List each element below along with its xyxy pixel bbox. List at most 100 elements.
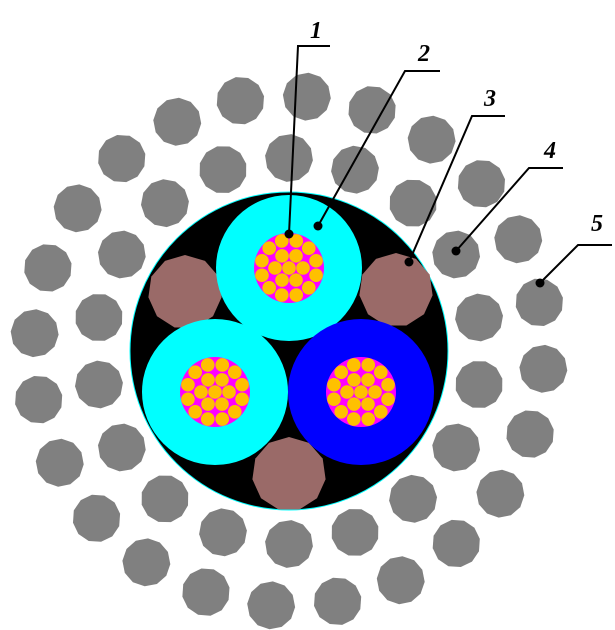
outer-armor-wire — [432, 519, 480, 567]
conductor-strand — [346, 358, 361, 372]
conductor-strand — [282, 261, 296, 275]
inner-armor-wire — [389, 474, 437, 523]
conductor-strand — [289, 288, 304, 302]
conductor-strand — [381, 392, 395, 407]
conductor-strand — [215, 397, 229, 411]
outer-armor-wire — [15, 376, 63, 424]
outer-armor-wire — [494, 215, 543, 264]
conductor-strand — [381, 377, 395, 392]
conductor-strand — [227, 404, 242, 419]
outer-armor-wire — [515, 278, 563, 326]
outer-armor-wire — [476, 469, 525, 518]
outer-armor-wire — [407, 115, 456, 164]
callout-number-2: 2 — [417, 41, 430, 67]
outer-armor-wire — [153, 97, 202, 146]
callout-number-5: 5 — [591, 211, 603, 237]
inner-armor-wire — [389, 179, 437, 227]
conductor-strand — [262, 280, 277, 295]
conductor-strand — [201, 373, 215, 387]
inner-armor-wire — [455, 361, 503, 408]
inner-armor-wire — [455, 293, 503, 342]
conductor-strand — [309, 268, 323, 283]
conductor-strand — [215, 358, 230, 372]
conductor-strand — [289, 234, 304, 248]
inner-armor-wire — [141, 475, 189, 523]
conductor-strand — [201, 397, 215, 411]
outer-armor-wire — [282, 72, 331, 121]
leader-line-4 — [455, 167, 563, 252]
filler-rod — [252, 437, 326, 510]
conductor-strand — [235, 392, 249, 407]
conductor-strand — [181, 392, 195, 407]
outer-armor-wire — [506, 410, 554, 458]
inner-armor-wire — [331, 145, 379, 194]
leader-line-1 — [288, 45, 330, 235]
conductor-strand — [373, 365, 388, 380]
outer-armor-wire — [35, 438, 84, 487]
outer-armor-wire — [216, 77, 264, 125]
conductor-strand — [361, 373, 375, 387]
filler-rod — [359, 253, 433, 326]
conductor-strand — [368, 385, 382, 399]
filler-rod — [148, 255, 222, 328]
conductor-strand — [354, 385, 368, 399]
outer-armor-wire — [24, 244, 72, 292]
outer-armor-wire — [182, 568, 230, 616]
conductor-strand — [200, 412, 215, 426]
conductor-strand — [181, 377, 195, 392]
inner-armor-wire — [75, 294, 123, 341]
outer-armor-wire — [457, 160, 505, 208]
leader-line-5 — [539, 244, 612, 284]
conductor-strand — [334, 365, 349, 380]
conductor-strand — [262, 241, 277, 256]
conductor-strand — [200, 358, 215, 372]
inner-armor-wire — [331, 509, 379, 556]
leader-line-2 — [317, 70, 440, 227]
outer-armor-wire — [348, 86, 396, 134]
outer-armor-wire — [314, 577, 362, 625]
conductor-strand — [194, 385, 208, 399]
outer-armor-wire — [247, 581, 296, 630]
conductor-strand — [275, 273, 289, 287]
outer-armor-wire — [98, 135, 146, 183]
conductor-strand — [235, 377, 249, 392]
outer-armor-wire — [10, 309, 59, 358]
callout-number-4: 4 — [543, 138, 556, 164]
inner-armor-wire — [141, 179, 189, 228]
conductor-strand — [222, 385, 236, 399]
inner-armor-layer — [75, 134, 503, 568]
conductor-strand — [296, 261, 310, 275]
inner-armor-wire — [199, 508, 247, 557]
outer-armor-wire — [376, 556, 425, 605]
outer-armor-layer — [10, 72, 568, 630]
inner-armor-wire — [265, 134, 313, 182]
conductor-strand — [346, 412, 361, 426]
insulated-conductors — [142, 195, 434, 465]
leader-dot-1 — [284, 229, 294, 239]
conductor-strand — [301, 280, 316, 295]
inner-armor-wire — [98, 230, 146, 279]
inner-armor-wire — [75, 360, 123, 409]
inner-armor-wire — [98, 423, 146, 472]
leader-dot-4 — [451, 246, 461, 256]
leader-dot-5 — [535, 278, 545, 288]
conductor-strand — [215, 412, 230, 426]
conductor-strand — [274, 234, 289, 248]
conductor-strand — [289, 249, 303, 263]
conductor-strand — [340, 385, 354, 399]
outer-armor-wire — [122, 538, 171, 587]
leader-dot-3 — [404, 257, 414, 267]
inner-armor-wire — [432, 423, 480, 472]
outer-armor-wire — [73, 494, 121, 542]
conductor-strand — [334, 404, 349, 419]
conductor-strand — [373, 404, 388, 419]
inner-armor-wire — [199, 146, 247, 193]
conductor-strand — [327, 392, 341, 407]
outer-armor-wire — [53, 184, 102, 233]
conductor-strand — [361, 358, 376, 372]
conductor-strand — [208, 385, 222, 399]
conductor-strand — [188, 404, 203, 419]
conductor-strand — [347, 373, 361, 387]
